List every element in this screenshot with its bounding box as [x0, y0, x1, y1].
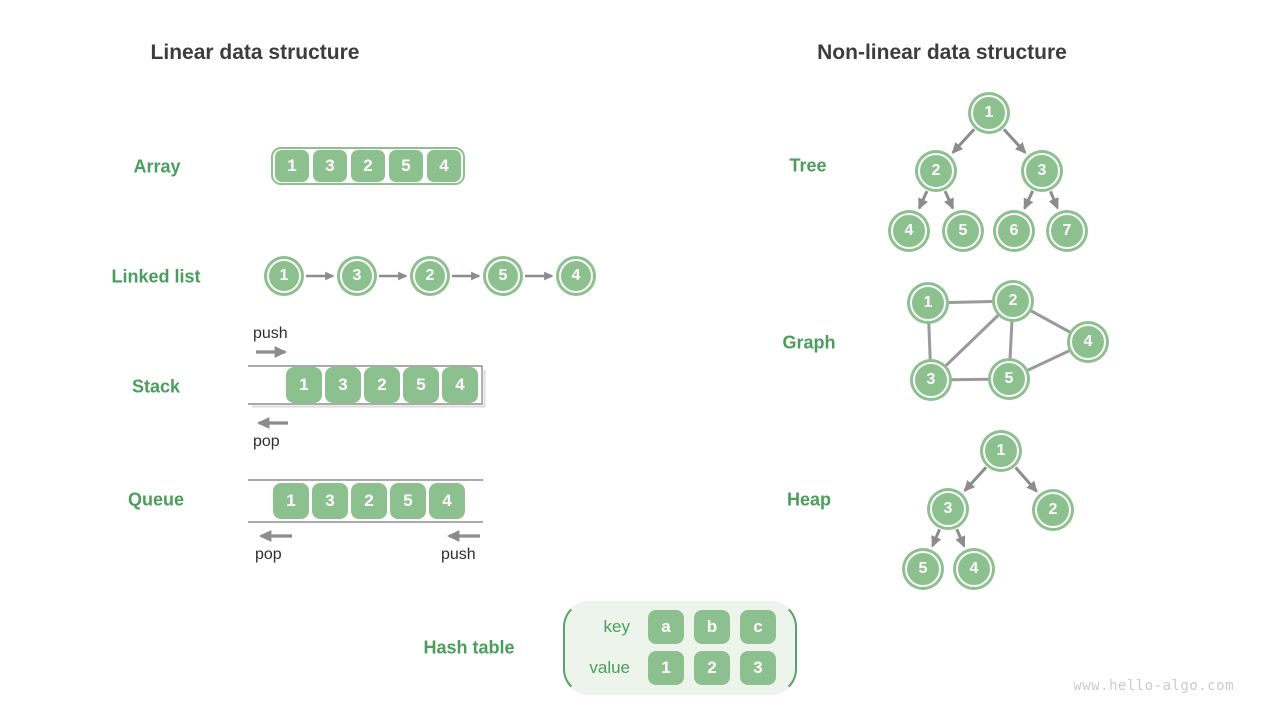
tree-node: 2 — [918, 153, 954, 189]
heap-node: 5 — [905, 551, 941, 587]
hash-value-cell: 3 — [740, 651, 776, 685]
linked-list-node: 5 — [486, 259, 520, 293]
graph-node: 5 — [991, 361, 1027, 397]
connector-line — [931, 528, 942, 548]
heap-label: Heap — [786, 489, 832, 510]
array-cell: 2 — [351, 150, 385, 182]
linked-list-node: 1 — [267, 259, 301, 293]
tree-node: 3 — [1024, 153, 1060, 189]
stack-cell: 4 — [442, 367, 478, 403]
queue-cell: 5 — [390, 483, 426, 519]
hash-value-cell: 2 — [694, 651, 730, 685]
tree-node: 1 — [971, 95, 1007, 131]
graph-node: 1 — [910, 285, 946, 321]
stack-cell: 1 — [286, 367, 322, 403]
heap-node: 2 — [1035, 492, 1071, 528]
array-cell: 3 — [313, 150, 347, 182]
stack-push-label: push — [253, 325, 288, 342]
queue-cell: 4 — [429, 483, 465, 519]
connector-line — [917, 190, 929, 210]
connector-line — [1023, 190, 1035, 211]
stack-cell: 3 — [325, 367, 361, 403]
watermark: www.hello-algo.com — [1073, 678, 1234, 694]
queue-push-label: push — [441, 546, 476, 563]
stack-cell: 5 — [403, 367, 439, 403]
hash-key-cell: a — [648, 610, 684, 644]
hash-table-label: Hash table — [423, 637, 515, 658]
graph-node: 4 — [1070, 324, 1106, 360]
connector-line — [943, 190, 955, 210]
connector-line — [955, 528, 966, 548]
stack-pop-label: pop — [253, 433, 280, 450]
heap-node: 3 — [930, 491, 966, 527]
connector-line — [963, 466, 988, 492]
stack-cell: 2 — [364, 367, 400, 403]
tree-node: 4 — [891, 213, 927, 249]
connector-line — [1002, 128, 1027, 154]
array-cell: 4 — [427, 150, 461, 182]
tree-node: 7 — [1049, 213, 1085, 249]
hash-value-cell: 1 — [648, 651, 684, 685]
queue-cell: 2 — [351, 483, 387, 519]
connector-line — [929, 299, 1015, 382]
linear-section-title: Linear data structure — [150, 41, 360, 64]
hash-key-cell: b — [694, 610, 730, 644]
heap-node: 4 — [956, 551, 992, 587]
connector-line — [951, 128, 976, 154]
graph-node: 3 — [913, 362, 949, 398]
tree-label: Tree — [789, 155, 827, 176]
tree-node: 6 — [996, 213, 1032, 249]
tree-node: 5 — [945, 213, 981, 249]
connector-line — [1014, 466, 1038, 493]
queue-pop-label: pop — [255, 546, 282, 563]
queue-cell: 1 — [273, 483, 309, 519]
stack-box-shadow — [252, 370, 486, 408]
heap-node: 1 — [983, 433, 1019, 469]
linked-list-node: 4 — [559, 259, 593, 293]
hash-key-cell: c — [740, 610, 776, 644]
array-cell: 5 — [389, 150, 423, 182]
array-label: Array — [133, 156, 181, 177]
graph-node: 2 — [995, 283, 1031, 319]
graph-label: Graph — [782, 332, 836, 353]
linked-list-node: 2 — [413, 259, 447, 293]
hash-key-row-label: key — [603, 617, 630, 636]
connector-line — [1048, 190, 1059, 210]
linked-list-label: Linked list — [111, 266, 201, 287]
queue-label: Queue — [127, 489, 185, 510]
nonlinear-section-title: Non-linear data structure — [817, 41, 1067, 64]
hash-value-row-label: value — [589, 658, 630, 677]
stack-label: Stack — [131, 376, 181, 397]
array-cell: 1 — [275, 150, 309, 182]
linked-list-node: 3 — [340, 259, 374, 293]
queue-cell: 3 — [312, 483, 348, 519]
stack-box — [248, 365, 483, 405]
